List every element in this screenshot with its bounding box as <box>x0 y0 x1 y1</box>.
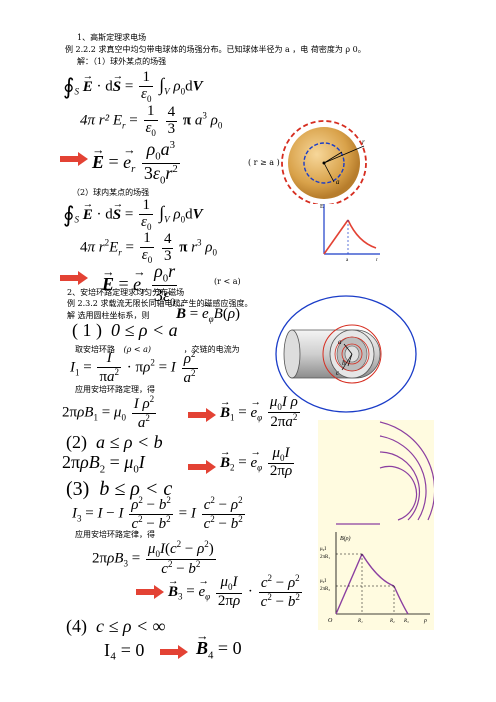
svg-text:c: c <box>336 369 340 377</box>
svg-text:2πR₂: 2πR₂ <box>320 587 330 592</box>
result-arrow-icon <box>60 152 88 166</box>
condition-inside: (r < a) <box>214 277 241 286</box>
svg-text:a: a <box>338 338 342 346</box>
section1-problem: 例 2.2.2 求真空中均匀带电球体的场强分布。已知球体半径为 a ，电 荷密度… <box>65 45 366 54</box>
b-vector-form: B = eφB(ρ) <box>176 299 240 324</box>
svg-text:μ₀I: μ₀I <box>320 547 326 552</box>
gauss-equation-inside: ∮S E · dS = 1ε0 ∫V ρ0dV <box>63 197 203 232</box>
field-graph: E a r <box>320 204 380 262</box>
result-arrow-icon <box>60 271 88 285</box>
ampere-case3: 2πρB3 = μ0I(c2 − ρ2)c2 − b2 <box>92 539 216 578</box>
svg-text:E: E <box>320 204 324 210</box>
enclosed-current-case4: I₄ = 0 <box>104 640 145 660</box>
svg-text:μ₀I: μ₀I <box>320 579 326 584</box>
ampere-case2: 2πρB2 = μ0I <box>62 452 145 476</box>
outside-label: 解：（1）球外某点的场强 <box>77 57 167 66</box>
result-arrow-icon <box>188 408 216 422</box>
section2-solution: 解 选用圆柱坐标系，则 <box>67 311 150 320</box>
condition-outside: ( r ≥ a ) <box>248 158 280 167</box>
apply-text-1: 应用安培环路定理，得 <box>75 385 155 394</box>
svg-text:O: O <box>328 618 333 624</box>
result-arrow-icon <box>188 460 216 474</box>
case4-heading: (4) c ≤ ρ < ∞ <box>66 616 166 636</box>
svg-text:B(ρ): B(ρ) <box>340 535 351 542</box>
section2-problem: 例 2.3.2 求载流无限长同轴电缆产生的磁感应强度。 <box>67 299 253 308</box>
svg-text:r: r <box>362 138 365 146</box>
svg-text:R₃: R₃ <box>403 619 409 624</box>
b-field-graph: B(ρ) μ₀I 2πR₁ μ₀I 2πR₂ O R₁ R₂ R₃ ρ <box>320 421 434 624</box>
inside-label: （2）球内某点的场强 <box>72 188 150 197</box>
svg-text:a: a <box>346 258 349 262</box>
svg-text:r: r <box>376 258 378 262</box>
section1-title: 1、高斯定理求电场 <box>77 33 147 42</box>
b-field-graph-panel <box>318 420 434 630</box>
coaxial-cable-figure: a b c <box>275 295 417 413</box>
b-result-case4: B4 = 0 <box>196 629 242 661</box>
result-arrow-icon <box>136 585 164 599</box>
case2-heading: (2) a ≤ ρ < b <box>66 432 163 452</box>
charged-sphere-figure: r a <box>281 120 367 204</box>
case1-heading: ( 1 ) 0 ≤ ρ < a <box>72 320 178 340</box>
case3-heading: (3) b ≤ ρ < c <box>66 478 173 500</box>
result-arrow-icon <box>160 645 188 659</box>
ampere-loop-text: 取安培环路 (ρ < a) ，交链的电流为 <box>75 345 240 354</box>
svg-text:2πR₁: 2πR₁ <box>320 555 330 560</box>
svg-text:ρ: ρ <box>423 618 427 624</box>
svg-text:R₂: R₂ <box>389 619 395 624</box>
apply-text-2: 应用安培环路定律，得 <box>75 530 155 539</box>
svg-text:a: a <box>336 178 340 186</box>
gauss-equation-outside: ∮S E · dS = 1ε0 ∫V ρ0dV <box>63 69 203 104</box>
svg-text:b: b <box>342 359 346 367</box>
section2-title: 2、安培环路定理求均匀分布磁场 <box>67 288 185 297</box>
svg-text:R₁: R₁ <box>357 619 363 624</box>
